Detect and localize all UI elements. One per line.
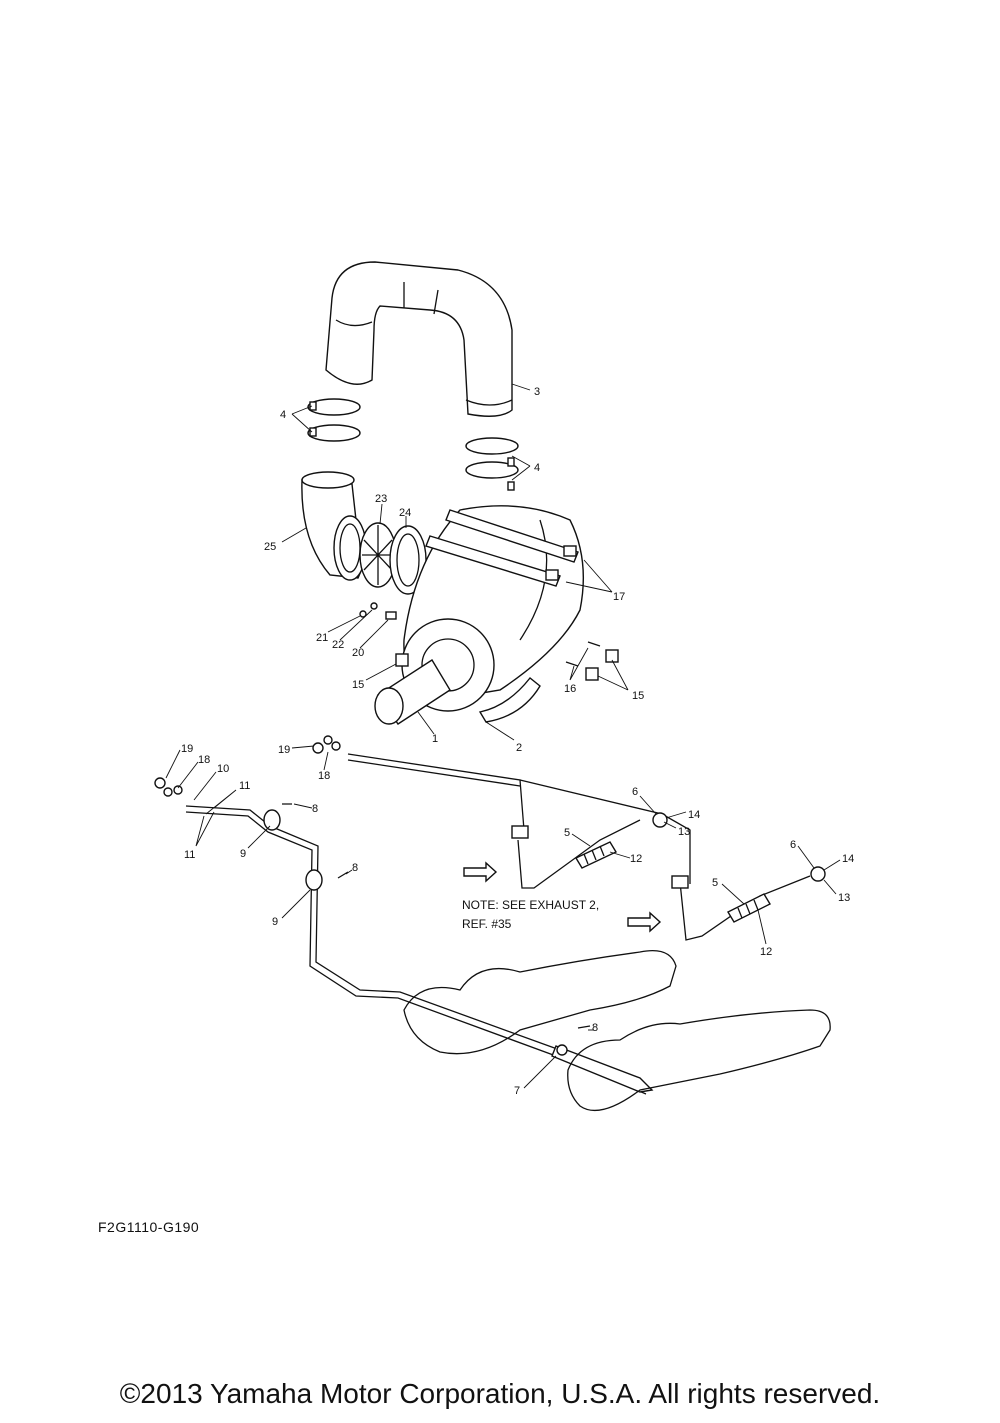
label-4: 4: [280, 409, 286, 421]
clips-part-15: [395, 649, 619, 681]
label-2: 2: [516, 742, 522, 754]
label-6: 6: [790, 839, 796, 851]
label-8: 8: [352, 862, 358, 874]
silencer-body-part-1: [374, 505, 584, 725]
fittings-parts-6-13-14: [652, 812, 826, 882]
label-1: 1: [432, 733, 438, 745]
label-15: 15: [632, 690, 644, 702]
label-9: 9: [240, 848, 246, 860]
copyright-notice: ©2013 Yamaha Motor Corporation, U.S.A. A…: [119, 1378, 881, 1409]
valve-fittings: [511, 825, 689, 889]
label-7: 7: [514, 1085, 520, 1097]
label-5: 5: [564, 827, 570, 839]
flow-arrows: [463, 861, 662, 933]
label-14: 14: [688, 809, 700, 821]
label-11: 11: [239, 780, 250, 792]
label-21: 21: [316, 632, 328, 644]
screws-part-8: [282, 803, 591, 1029]
straps-part-17: [425, 509, 579, 587]
fasteners-parts-20-21-22: [359, 602, 397, 620]
label-24: 24: [399, 507, 411, 519]
label-19: 19: [278, 744, 290, 756]
label-8: 8: [592, 1022, 598, 1034]
guard-part-2: [478, 677, 541, 723]
label-22: 22: [332, 639, 344, 651]
label-10: 10: [217, 763, 229, 775]
label-3: 3: [534, 386, 540, 398]
note-line-1: NOTE: SEE EXHAUST 2,: [462, 898, 599, 912]
exhaust-manifold-outline: [403, 949, 831, 1112]
label-23: 23: [375, 493, 387, 505]
label-15: 15: [352, 679, 364, 691]
label-18: 18: [318, 770, 330, 782]
label-19: 19: [181, 743, 193, 755]
label-17: 17: [613, 591, 625, 603]
label-16: 16: [564, 683, 576, 695]
label-11: 11: [184, 849, 195, 861]
screen-part-23: [359, 522, 397, 588]
screws-part-16: [565, 641, 601, 667]
note-line-2: REF. #35: [462, 917, 512, 931]
diagram-reference-code: F2G1110-G190: [98, 1219, 200, 1235]
label-6: 6: [632, 786, 638, 798]
label-13: 13: [678, 826, 690, 838]
elbow-part-25: [301, 471, 367, 581]
label-12: 12: [760, 946, 772, 958]
label-20: 20: [352, 647, 364, 659]
label-13: 13: [838, 892, 850, 904]
water-pipe-lines: [185, 753, 811, 1095]
intake-hose-part-3: [325, 261, 513, 417]
corrugated-hose-part-5: [575, 841, 771, 923]
hose-clamps-part-4: [307, 398, 519, 491]
label-12: 12: [630, 853, 642, 865]
label-4: 4: [534, 462, 540, 474]
leader-lines: [165, 383, 841, 1089]
label-14: 14: [842, 853, 854, 865]
label-5: 5: [712, 877, 718, 889]
label-25: 25: [264, 541, 276, 553]
label-18: 18: [198, 754, 210, 766]
part-labels: 3 4 4 25 23 24 17 21 22 20 15 15 16 1 2 …: [181, 386, 854, 1097]
exhaust-note: NOTE: SEE EXHAUST 2, REF. #35: [462, 898, 599, 931]
clamps-part-9: [263, 809, 323, 891]
fittings-parts-18-19: [154, 735, 341, 797]
outlet-part-7: [551, 1044, 654, 1093]
label-8: 8: [312, 803, 318, 815]
label-9: 9: [272, 916, 278, 928]
